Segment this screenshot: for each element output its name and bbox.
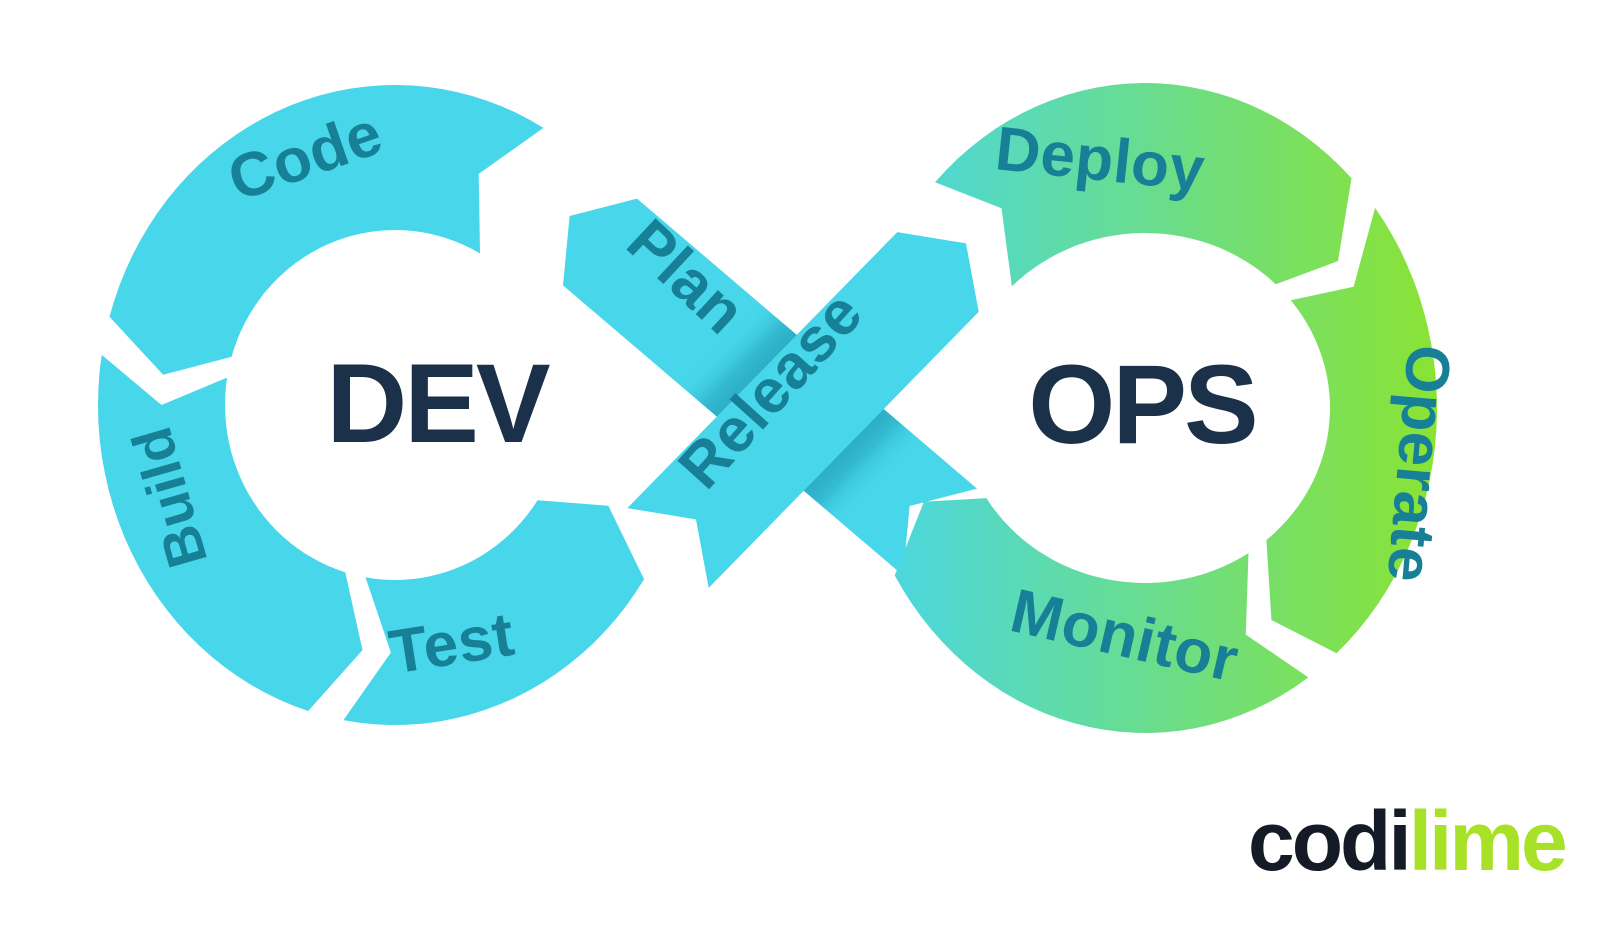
code-segment-arrow (109, 85, 544, 375)
ops-title: OPS (1028, 342, 1256, 467)
deploy-segment-arrow (935, 83, 1352, 287)
test-segment-arrow (343, 500, 645, 725)
operate-segment-arrow (1266, 207, 1437, 654)
codilime-logo: codilime (1248, 794, 1565, 888)
logo-prefix: codi (1248, 794, 1409, 888)
build-segment-arrow (98, 354, 363, 711)
release-ribbon-arrow (627, 232, 979, 588)
monitor-segment-arrow (894, 498, 1309, 733)
dev-title: DEV (326, 341, 550, 466)
logo-suffix: lime (1409, 794, 1565, 888)
